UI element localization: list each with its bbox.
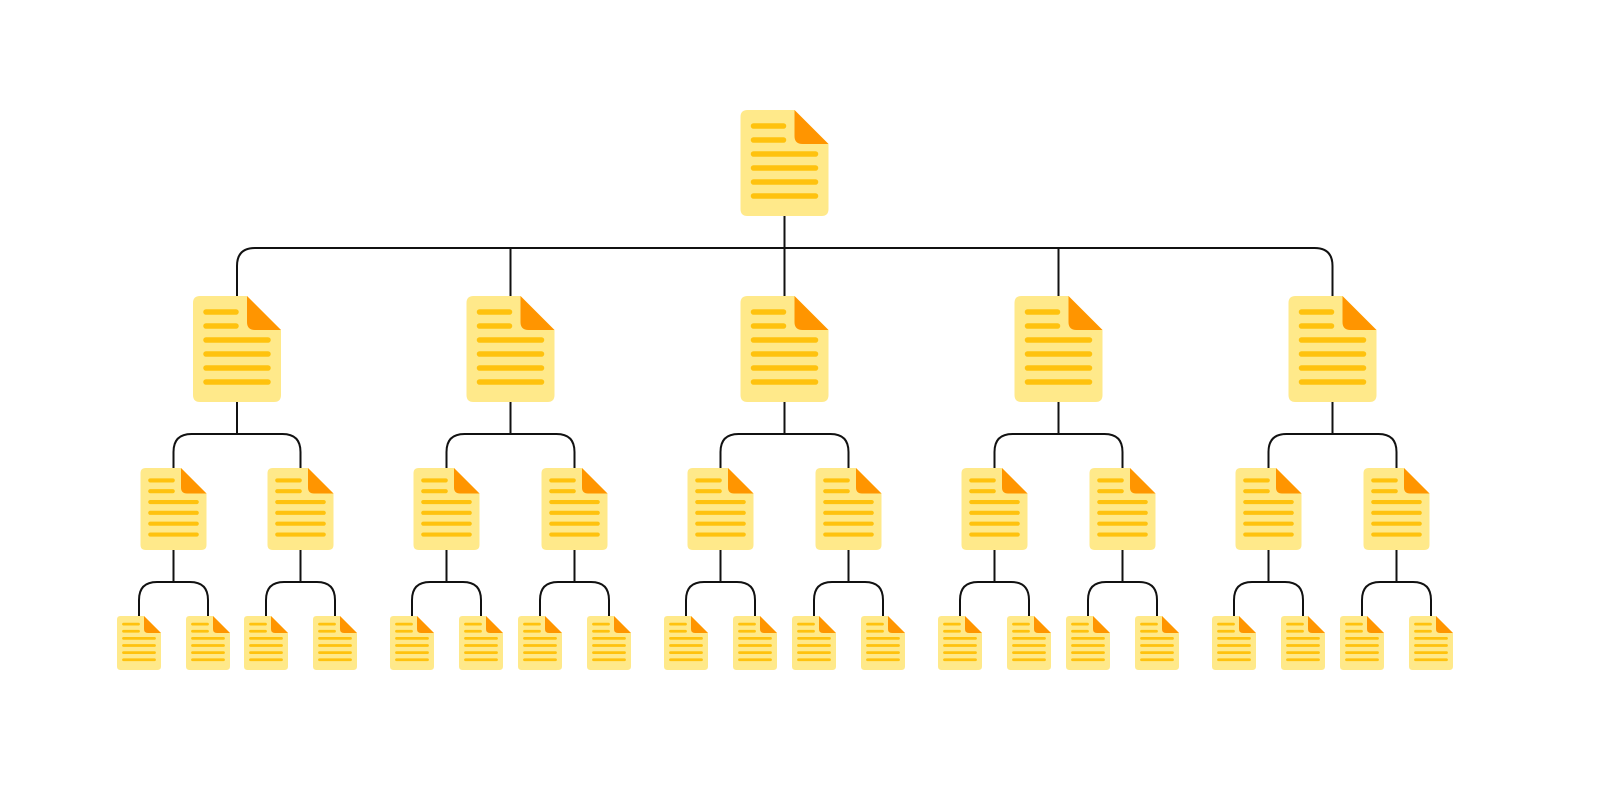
folded-corner	[520, 296, 555, 330]
document-icon	[541, 468, 608, 550]
folded-corner	[181, 468, 207, 494]
document-icon	[459, 616, 503, 670]
document-icon	[1066, 616, 1110, 670]
folded-corner	[545, 616, 562, 633]
folded-corner	[308, 468, 334, 494]
folded-corner	[1130, 468, 1156, 494]
folded-corner	[340, 616, 357, 633]
connector-bracket	[813, 581, 884, 616]
connector-bracket	[685, 581, 756, 616]
folded-corner	[965, 616, 982, 633]
document-icon	[961, 468, 1028, 550]
connector-bracket	[993, 433, 1124, 468]
document-icon	[687, 468, 754, 550]
connector-bracket	[138, 581, 209, 616]
document-icon	[740, 110, 829, 216]
connector-bracket	[959, 581, 1030, 616]
folded-corner	[1436, 616, 1453, 633]
document-icon	[244, 616, 288, 670]
document-icon	[733, 616, 777, 670]
folded-corner	[794, 296, 829, 330]
folded-corner	[728, 468, 754, 494]
connector-bracket	[172, 433, 302, 468]
document-icon	[861, 616, 905, 670]
document-icon	[186, 616, 230, 670]
connector-bracket	[445, 433, 576, 468]
folded-corner	[1276, 468, 1302, 494]
folded-corner	[1308, 616, 1325, 633]
connector-bracket	[1267, 433, 1398, 468]
folded-corner	[888, 616, 905, 633]
document-icon	[313, 616, 357, 670]
folded-corner	[856, 468, 882, 494]
folded-corner	[819, 616, 836, 633]
document-icon	[140, 468, 207, 550]
connector-bracket	[265, 581, 336, 616]
connector-bracket	[719, 433, 850, 468]
folded-corner	[1239, 616, 1256, 633]
document-icon	[1135, 616, 1179, 670]
connector-bracket	[1361, 581, 1432, 616]
document-icon	[193, 296, 281, 402]
connector-bracket	[411, 581, 482, 616]
document-icon	[1363, 468, 1430, 550]
document-icon	[466, 296, 555, 402]
document-icon	[390, 616, 434, 670]
folded-corner	[454, 468, 480, 494]
document-icon	[740, 296, 829, 402]
folded-corner	[1342, 296, 1377, 330]
folded-corner	[582, 468, 608, 494]
document-icon	[1007, 616, 1051, 670]
folded-corner	[794, 110, 829, 144]
document-icon	[1212, 616, 1256, 670]
folded-corner	[614, 616, 631, 633]
folded-corner	[213, 616, 230, 633]
folded-corner	[1093, 616, 1110, 633]
folded-corner	[1404, 468, 1430, 494]
document-icon	[518, 616, 562, 670]
document-nodes	[117, 110, 1453, 670]
document-icon	[815, 468, 882, 550]
connector-bracket	[1087, 581, 1158, 616]
document-icon	[1288, 296, 1377, 402]
folded-corner	[271, 616, 288, 633]
document-icon	[1281, 616, 1325, 670]
document-icon	[1340, 616, 1384, 670]
document-icon	[1235, 468, 1302, 550]
document-icon	[587, 616, 631, 670]
document-icon	[1014, 296, 1103, 402]
document-icon	[1089, 468, 1156, 550]
connector-bracket	[1233, 581, 1304, 616]
folded-corner	[247, 296, 281, 330]
document-icon	[267, 468, 334, 550]
folded-corner	[417, 616, 434, 633]
folded-corner	[1162, 616, 1179, 633]
document-icon	[792, 616, 836, 670]
document-icon	[664, 616, 708, 670]
connector-lines	[138, 216, 1432, 616]
folded-corner	[144, 616, 161, 633]
folded-corner	[691, 616, 708, 633]
folded-corner	[1002, 468, 1028, 494]
document-icon	[117, 616, 161, 670]
folded-corner	[1367, 616, 1384, 633]
document-icon	[938, 616, 982, 670]
folded-corner	[1034, 616, 1051, 633]
document-icon	[413, 468, 480, 550]
folded-corner	[760, 616, 777, 633]
folded-corner	[1068, 296, 1103, 330]
connector-bracket	[539, 581, 610, 616]
folded-corner	[486, 616, 503, 633]
document-icon	[1409, 616, 1453, 670]
